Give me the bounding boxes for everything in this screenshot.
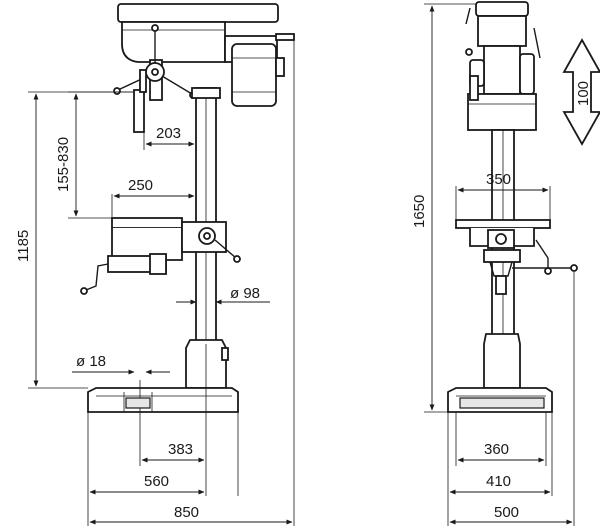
dim-1185: 1185: [15, 230, 32, 262]
side-view: [80, 3, 295, 416]
dim-410: 410: [486, 473, 511, 490]
dim-155-830: 155-830: [55, 137, 72, 192]
dim-560: 560: [144, 473, 169, 490]
front-view: [447, 1, 578, 413]
dim-383: 383: [168, 441, 193, 458]
dim-203: 203: [156, 125, 181, 142]
dim-d98: ø 98: [230, 285, 260, 302]
dim-1650: 1650: [411, 195, 428, 228]
dim-250: 250: [128, 177, 153, 194]
front-dimensions: 1650 100 350 360 410 500: [411, 3, 600, 526]
dim-850: 850: [174, 504, 199, 521]
dim-360: 360: [484, 441, 509, 458]
side-dimensions: 1185 155-830 203 250 ø 98 ø 18 383: [15, 40, 295, 526]
dim-350: 350: [486, 171, 511, 188]
dim-d18: ø 18: [76, 353, 106, 370]
dim-100: 100: [575, 81, 592, 106]
dim-500: 500: [494, 504, 519, 521]
